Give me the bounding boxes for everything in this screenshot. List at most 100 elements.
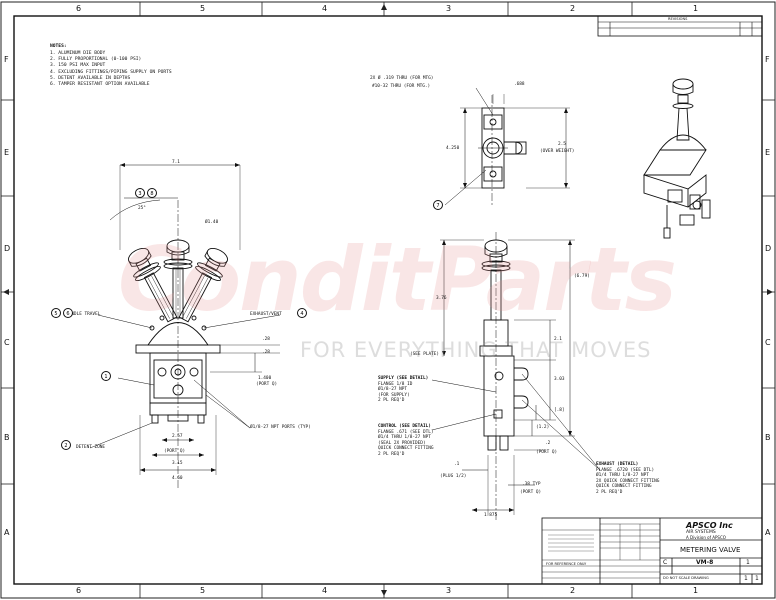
side-view <box>431 232 601 520</box>
note-item: 1. ALUMINUM DIE BODY <box>50 51 106 56</box>
note-item: 6. TAMPER RESISTANT OPTION AVAILABLE <box>50 82 150 87</box>
zone-column-bottom: 1 <box>693 586 699 595</box>
title-block <box>541 517 763 585</box>
supply-callout-title: SUPPLY (SEE DETAIL) <box>378 376 429 381</box>
callout-line: QUICK CONNECT FITTING <box>596 484 652 490</box>
zone-row-left: D <box>4 244 11 253</box>
zone-row-right: B <box>765 433 771 442</box>
label-handle-travel: HANDLE TRAVEL <box>66 312 101 317</box>
dim-top-depth: 2.5 <box>558 142 566 147</box>
sheet-count: 1 <box>755 575 759 582</box>
zone-column-top: 2 <box>570 4 576 13</box>
callout-line: 2 PL REQ'D <box>596 489 623 495</box>
dim-side-upper: 3.76 <box>436 296 447 301</box>
note-item: 4. EXCLUDING FITTINGS/PIPING SUPPLY ON P… <box>50 69 172 75</box>
approvals-note: FOR REFERENCE ONLY <box>546 562 587 566</box>
callout-line: FLANGE .671 (SEE DTL) <box>378 430 434 435</box>
balloon-callout: 8 <box>147 188 157 198</box>
label-port-npt: Ø1/8-27 NPT PORTS (TYP) <box>250 425 311 430</box>
zone-row-right: C <box>765 338 771 347</box>
zone-column-bottom: 4 <box>322 586 328 595</box>
label-detent-zone: DETENT ZONE <box>76 445 106 450</box>
size-letter: C <box>663 559 668 566</box>
balloon-callout: 6 <box>63 308 73 318</box>
control-callout-title: CONTROL (SEE DETAIL) <box>378 424 431 429</box>
callout-line: FLANGE 1/8 ID <box>378 382 413 387</box>
dim-offset-a: .28 <box>262 337 270 342</box>
zone-row-left: F <box>4 55 9 64</box>
sheet-number: 1 <box>744 575 748 582</box>
zone-row-left: B <box>4 433 10 442</box>
callout-line: Ø1/4 THRU 1/8-27 NPT <box>378 435 431 441</box>
watermark-tagline: FOR EVERYTHING THAT MOVES <box>300 338 652 362</box>
dim-side-base: 1.875 <box>484 513 498 518</box>
dim-side-small2: .1 <box>454 462 460 467</box>
balloon-callout: 3 <box>135 188 145 198</box>
note-item: 5. DETENT AVAILABLE IN DEPTHS <box>50 75 131 81</box>
zone-column-bottom: 2 <box>570 586 576 595</box>
iso-view <box>643 78 711 239</box>
exhaust-callout-title: EXHAUST (DETAIL) <box>596 462 639 467</box>
zone-row-right: D <box>765 244 772 253</box>
callout-line: Ø1/8-27 NPT <box>378 387 408 393</box>
balloon-callout: 2 <box>61 440 71 450</box>
callout-line: (FOR SUPPLY) <box>378 392 410 398</box>
dim-base-width: 4.60 <box>172 476 183 481</box>
rev-value: 1 <box>746 559 750 566</box>
note-item: 3. 150 PSI MAX INPUT <box>50 63 106 69</box>
company-sub: AIR SYSTEMS <box>686 530 716 535</box>
dim-inner-width: 2.57 <box>172 434 183 439</box>
dim-top-offset: .688 <box>514 82 525 87</box>
zone-column-top: 4 <box>322 4 328 13</box>
top-view <box>444 87 570 206</box>
balloon-callout: 1 <box>101 371 111 381</box>
zone-column-bottom: 5 <box>200 586 206 595</box>
label-exhaust-vent: EXHAUST/VENT <box>250 312 282 317</box>
zone-row-left: C <box>4 338 10 347</box>
dim-side-total: (6.79) <box>574 274 590 279</box>
zone-row-left: E <box>4 148 10 157</box>
dim-top-depth-sub: (OVER WEIGHT) <box>540 149 575 154</box>
callout-line: 2X QUICK CONNECT FITTING <box>596 478 660 484</box>
zone-column-top: 3 <box>446 4 452 13</box>
dim-side-bracket: [.8] <box>554 408 565 413</box>
dim-side-port-sub: (PORT Q) <box>536 450 558 455</box>
callout-line: 2 PL REQ'D <box>378 398 405 404</box>
zone-column-bottom: 3 <box>446 586 452 595</box>
company-name: APSCO Inc <box>686 521 733 530</box>
dim-knob-dia: Ø1.40 <box>205 220 219 225</box>
dim-side-thru: .38 TYP <box>522 482 541 487</box>
note-item: 2. FULLY PROPORTIONAL (0-100 PSI) <box>50 57 142 63</box>
zone-column-top: 1 <box>693 4 699 13</box>
watermark-logo: ConditParts <box>118 228 677 331</box>
dim-port-height: 1.400 <box>258 376 272 381</box>
zone-column-top: 5 <box>200 4 206 13</box>
zone-column-top: 6 <box>76 4 82 13</box>
dim-offset-b: .28 <box>262 350 270 355</box>
zone-row-left: A <box>4 528 10 537</box>
dim-top-holes: 2X Ø .319 THRU (FOR MTG) <box>370 76 434 81</box>
callout-line: Ø1/4 THRU 1/8-27 NPT <box>596 473 649 479</box>
drawing-number: VM-8 <box>696 559 714 566</box>
balloon-callout: 4 <box>297 308 307 318</box>
dim-side-mid: 2.1 <box>554 337 562 342</box>
zone-row-right: E <box>765 148 771 157</box>
part-title: METERING VALVE <box>680 546 741 554</box>
inner-border <box>13 15 763 585</box>
balloon-callout: 7 <box>433 200 443 210</box>
callout-line: FLANGE .6720 (SEE DTL) <box>596 468 655 473</box>
front-view <box>89 163 281 490</box>
zone-row-right: A <box>765 528 771 537</box>
dim-angle: 25° <box>138 206 146 211</box>
zone-column-bottom: 6 <box>76 586 82 595</box>
dim-inner-width-sub: (PORT Q) <box>164 449 186 454</box>
dim-side-small2-sub: (PLUG 1/2) <box>440 474 467 479</box>
dim-top-holes-b: #10-32 THRU (FOR MTG.) <box>372 84 431 89</box>
revision-header: REVISIONS <box>668 17 688 21</box>
callout-line: QUICK CONNECT FITTING <box>378 446 434 452</box>
zone-row-right: F <box>765 55 770 64</box>
balloon-callout: 5 <box>51 308 61 318</box>
